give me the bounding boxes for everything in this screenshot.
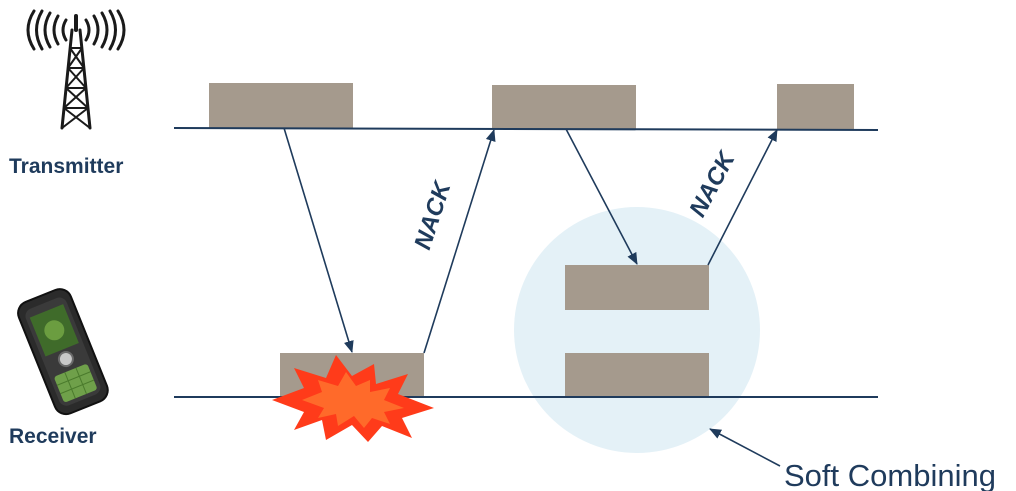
soft-combining-circle [514, 207, 760, 453]
rx-packet-stored [565, 353, 709, 397]
tx-packet-2 [492, 85, 636, 129]
transmitter-label: Transmitter [9, 155, 123, 178]
soft-combining-label: Soft Combining [784, 458, 996, 491]
tx-packet-3 [777, 84, 854, 129]
arrow-tx-to-rx-2 [565, 128, 638, 265]
rx-packet-retransmitted [565, 265, 709, 310]
mobile-phone-icon [17, 288, 109, 416]
receiver-label: Receiver [9, 425, 97, 448]
radio-tower-icon [26, 9, 126, 130]
explosion-burst-icon [272, 355, 434, 442]
nack-label-2: NACK [684, 146, 741, 221]
arrow-tx-to-rx-1 [283, 127, 354, 353]
nack-label-1: NACK [409, 177, 457, 253]
arrow-nack-2 [707, 129, 778, 266]
tx-packet-1 [209, 83, 353, 128]
arrow-soft-combining [709, 428, 781, 467]
transmitter-timeline [173, 127, 879, 131]
arrow-nack-1 [423, 129, 496, 354]
